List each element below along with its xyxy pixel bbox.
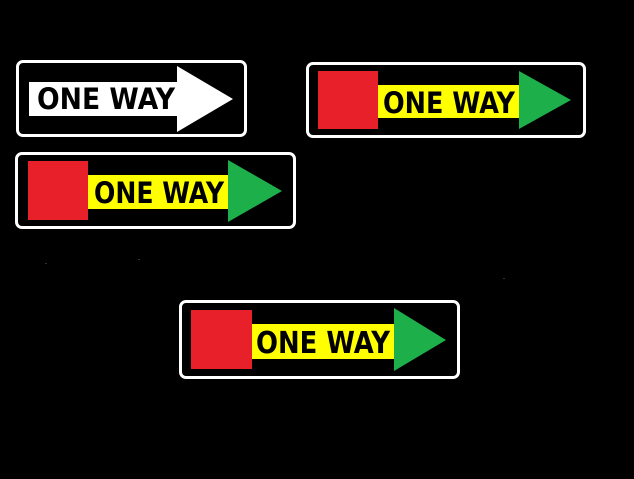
green-arrow-icon — [519, 71, 571, 129]
one-way-sign-standard: ONE WAY — [16, 60, 247, 137]
one-way-sign-colored-left: ONE WAY — [15, 152, 296, 229]
green-arrow-icon — [228, 160, 282, 222]
red-square — [191, 310, 252, 369]
one-way-sign-colored-top-right: ONE WAY — [306, 62, 586, 138]
red-square — [28, 161, 88, 220]
white-arrow-icon — [29, 66, 233, 132]
sign-label: ONE WAY — [94, 176, 225, 210]
yellow-band — [88, 175, 229, 209]
red-square — [318, 71, 378, 129]
green-arrow-icon — [394, 308, 446, 371]
one-way-sign-colored-bottom: ONE WAY — [179, 300, 460, 379]
sign-label: ONE WAY — [37, 82, 176, 116]
background-speck — [138, 259, 140, 260]
one-way-sign-colored-graphic: ONE WAY — [191, 308, 446, 371]
background-speck — [45, 263, 47, 264]
one-way-sign-standard-graphic: ONE WAY — [29, 66, 233, 132]
one-way-sign-colored-graphic: ONE WAY — [28, 160, 282, 222]
sign-label: ONE WAY — [383, 86, 516, 120]
one-way-sign-colored-graphic: ONE WAY — [318, 71, 571, 129]
yellow-band — [252, 324, 395, 359]
sign-label: ONE WAY — [256, 326, 391, 361]
background-speck — [503, 278, 505, 279]
yellow-band — [378, 85, 520, 118]
